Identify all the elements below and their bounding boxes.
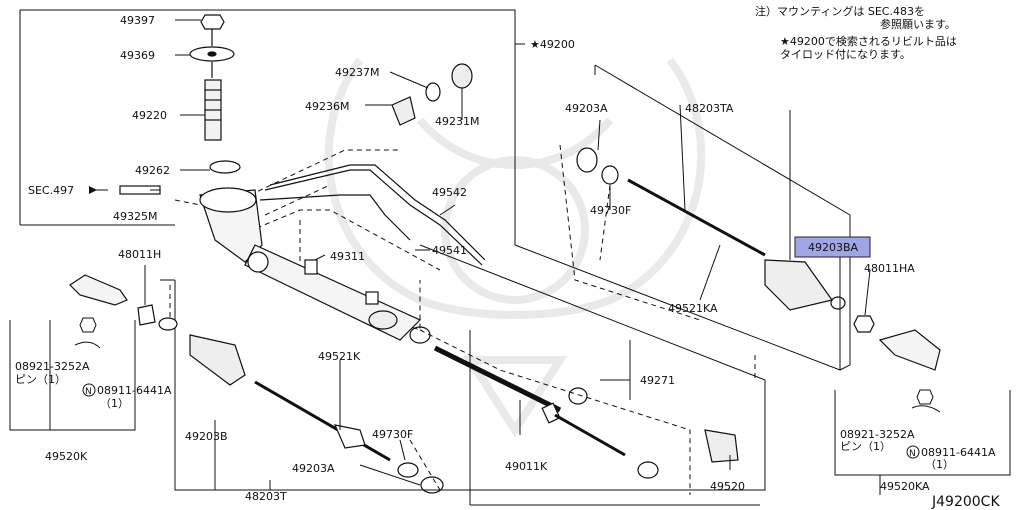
hydraulic-lines [259, 164, 486, 266]
label-49521K[interactable]: 49521K [318, 350, 361, 363]
bottom-frames [9, 244, 1011, 506]
label-49520[interactable]: 49520 [710, 480, 745, 493]
n-mark-right [906, 445, 920, 459]
inner-rack [409, 326, 739, 479]
lock-nut-49397 [200, 14, 225, 30]
label-49203BA[interactable]: 49203BA [808, 241, 859, 254]
label-49542[interactable]: 49542 [432, 186, 467, 199]
leader-lines [49, 19, 920, 495]
label-pin-left: ピン（1） [15, 373, 66, 386]
part-labels: 49397 49369 49220 49262 SEC.497 49325M ★… [15, 14, 1000, 510]
pinion-stack [189, 14, 241, 174]
svg-text:N: N [909, 449, 916, 459]
svg-text:N: N [85, 387, 92, 397]
label-49237M[interactable]: 49237M [335, 66, 379, 79]
note-line-2: 参照願います。 [880, 18, 956, 31]
right-tie-rod-parts [576, 147, 941, 371]
left-tie-rod-parts [69, 274, 444, 494]
label-qty-left: （1） [100, 397, 129, 410]
tie-rod-set-right-frame [594, 64, 851, 371]
label-49730F-bottom[interactable]: 49730F [372, 428, 413, 441]
label-49325M[interactable]: 49325M [113, 210, 157, 223]
label-48011HA[interactable]: 48011HA [864, 262, 915, 275]
gear-housing [119, 185, 422, 341]
label-49231M[interactable]: 49231M [435, 115, 479, 128]
diagram-code: J49200CK [931, 494, 1000, 510]
label-08921-right[interactable]: 08921-3252A [840, 428, 915, 441]
note-line-1: 注）マウンティングは SEC.483を [755, 5, 925, 18]
o-ring-49262 [209, 160, 241, 174]
label-49520K[interactable]: 49520K [45, 450, 88, 463]
label-49311[interactable]: 49311 [330, 250, 365, 263]
label-48203T[interactable]: 48203T [245, 490, 287, 503]
label-49200[interactable]: ★49200 [530, 38, 575, 51]
label-49730F-top[interactable]: 49730F [590, 204, 631, 217]
n-mark-left [82, 383, 96, 397]
label-49520KA[interactable]: 49520KA [880, 480, 930, 493]
label-49262[interactable]: 49262 [135, 164, 170, 177]
label-48011H[interactable]: 48011H [118, 248, 161, 261]
label-48203TA[interactable]: 48203TA [685, 102, 734, 115]
label-49220[interactable]: 49220 [132, 109, 167, 122]
highlight-49203BA [794, 236, 871, 258]
gear-assembly-frame [19, 9, 841, 371]
label-sec497[interactable]: SEC.497 [28, 184, 74, 197]
label-49541[interactable]: 49541 [432, 244, 467, 257]
label-49521KA[interactable]: 49521KA [668, 302, 718, 315]
dashed-guides [169, 144, 756, 495]
label-pin-right: ピン（1） [840, 440, 891, 453]
label-49203B[interactable]: 49203B [185, 430, 228, 443]
split-pins [74, 317, 941, 413]
label-49011K[interactable]: 49011K [505, 460, 548, 473]
label-49203A-top[interactable]: 49203A [565, 102, 608, 115]
label-49271[interactable]: 49271 [640, 374, 675, 387]
label-49203A-bottom[interactable]: 49203A [292, 462, 335, 475]
label-08911-right[interactable]: 08911-6441A [921, 446, 996, 459]
label-08921-left[interactable]: 08921-3252A [15, 360, 90, 373]
valve-parts [391, 63, 473, 126]
note-line-4: タイロッド付になります。 [780, 48, 911, 61]
label-49397[interactable]: 49397 [120, 14, 155, 27]
label-qty-right: （1） [925, 458, 954, 471]
label-08911-left[interactable]: 08911-6441A [97, 384, 172, 397]
label-49369[interactable]: 49369 [120, 49, 155, 62]
note-line-3: ★49200で検索されるリビルト品は [780, 35, 957, 48]
label-49236M[interactable]: 49236M [305, 100, 349, 113]
